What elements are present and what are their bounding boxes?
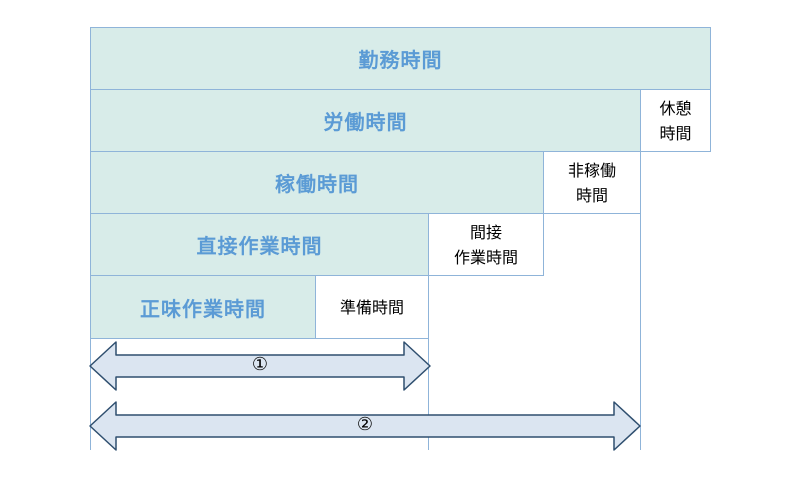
hikadou-jikan-box: 非稼働 時間 [543,151,641,214]
kinmu-jikan-bar: 勤務時間 [90,27,711,90]
chokusetsu-sagyou-jikan-bar: 直接作業時間 [90,213,429,276]
arrow-2-shape [89,401,641,451]
arrow-1-label: ① [251,354,269,375]
arrow-1-shape [89,341,431,391]
kyuukei-jikan-box: 休憩 時間 [640,89,711,152]
middle-guide-line [428,276,429,450]
junbi-jikan-box: 準備時間 [315,275,429,339]
shoumi-sagyou-jikan-bar: 正味作業時間 [90,275,316,339]
kansetsu-sagyou-jikan-box: 間接 作業時間 [428,213,544,276]
arrow-2-label: ② [356,414,374,435]
left-guide-line [90,338,91,450]
right-guide-line [640,152,641,450]
